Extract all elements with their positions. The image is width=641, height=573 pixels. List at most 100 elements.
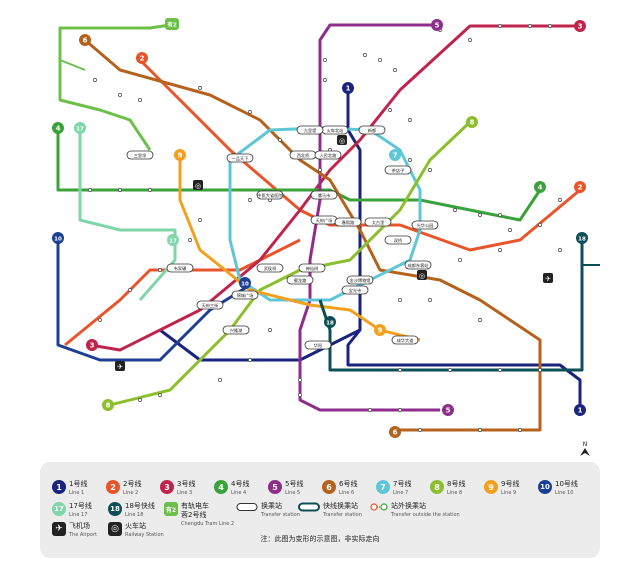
line-badge-left_10[interactable]: [52, 232, 64, 244]
station-dot[interactable]: [198, 218, 202, 222]
station-dot[interactable]: [388, 108, 392, 112]
transfer-station-baoguang[interactable]: [341, 285, 369, 295]
station-dot[interactable]: [393, 68, 397, 72]
station-dot[interactable]: [188, 238, 192, 242]
station-dot[interactable]: [408, 158, 412, 162]
station-dot[interactable]: [323, 58, 327, 62]
line-badge-mid_17[interactable]: [167, 234, 179, 246]
station-dot[interactable]: [458, 258, 462, 262]
station-dot[interactable]: [428, 298, 432, 302]
transfer-station-jiulidi[interactable]: [296, 125, 324, 135]
transfer-station-luomashi[interactable]: [310, 190, 338, 200]
station-dot[interactable]: [323, 78, 327, 82]
transfer-station-huayang[interactable]: [304, 340, 332, 350]
line-badge-mid_18[interactable]: [324, 316, 336, 328]
station-dot[interactable]: [138, 398, 142, 402]
station-dot[interactable]: [398, 298, 402, 302]
station-dot[interactable]: [368, 408, 372, 412]
station-dot[interactable]: [498, 368, 502, 372]
station-dot[interactable]: [558, 248, 562, 252]
station-dot[interactable]: [498, 24, 502, 28]
station-dot[interactable]: [538, 223, 542, 227]
transfer-station-tianfu_sq[interactable]: [196, 300, 224, 310]
station-dot[interactable]: [418, 428, 422, 432]
station-dot[interactable]: [548, 24, 552, 28]
line-badge-bottom_1[interactable]: [574, 404, 586, 416]
station-dot[interactable]: [468, 38, 472, 42]
line-badge-top_right_5[interactable]: [431, 19, 443, 31]
station-dot[interactable]: [478, 213, 482, 217]
line-badge-top_6[interactable]: [79, 34, 91, 46]
station-dot[interactable]: [453, 208, 457, 212]
station-dot[interactable]: [268, 328, 272, 332]
station-dot[interactable]: [398, 408, 402, 412]
line-badge-right_7[interactable]: [389, 149, 401, 161]
station-dot[interactable]: [298, 378, 302, 382]
transfer-station-shenxianshu[interactable]: [298, 263, 326, 273]
transfer-station-zhongyi[interactable]: [256, 190, 284, 200]
station-dot[interactable]: [478, 318, 482, 322]
station-dot[interactable]: [148, 188, 152, 192]
station-dot[interactable]: [278, 138, 282, 142]
transfer-station-chadianzi[interactable]: [384, 165, 412, 175]
line-badge-top_right_3[interactable]: [574, 20, 586, 32]
station-dot[interactable]: [98, 318, 102, 322]
transfer-station-wuhou[interactable]: [256, 263, 284, 273]
station-dot[interactable]: [158, 393, 162, 397]
line-badge-bottom_6[interactable]: [389, 426, 401, 438]
line-badge-top_left_tram[interactable]: [165, 18, 179, 30]
line-badge-left_9[interactable]: [174, 149, 186, 161]
station-dot[interactable]: [398, 368, 402, 372]
station-dot[interactable]: [478, 428, 482, 432]
station-dot[interactable]: [248, 358, 252, 362]
line-badge-bottom_3[interactable]: [86, 339, 98, 351]
transfer-station-renmin_n[interactable]: [314, 150, 342, 160]
station-dot[interactable]: [118, 93, 122, 97]
station-dot[interactable]: [518, 428, 522, 432]
station-dot[interactable]: [128, 288, 132, 292]
station-dot[interactable]: [498, 248, 502, 252]
line-badge-right_8[interactable]: [466, 116, 478, 128]
station-dot[interactable]: [248, 198, 252, 202]
station-dot[interactable]: [498, 213, 502, 217]
transfer-station-chengdu_e[interactable]: [404, 260, 432, 270]
transfer-station-xindu[interactable]: [358, 125, 386, 135]
station-dot[interactable]: [448, 368, 452, 372]
line-badge-left_4[interactable]: [52, 122, 64, 134]
station-dot[interactable]: [298, 393, 302, 397]
transfer-station-weijian[interactable]: [166, 263, 194, 273]
line-badge-mid_9[interactable]: [374, 324, 386, 336]
station-dot[interactable]: [318, 168, 322, 172]
transfer-station-taikooli[interactable]: [364, 217, 392, 227]
station-dot[interactable]: [558, 198, 562, 202]
station-dot[interactable]: [138, 98, 142, 102]
transfer-station-jinsha[interactable]: [346, 275, 374, 285]
transfer-station-chengshi[interactable]: [391, 335, 419, 345]
transfer-station-chunxi[interactable]: [334, 217, 362, 227]
station-dot[interactable]: [408, 118, 412, 122]
station-dot[interactable]: [158, 268, 162, 272]
line-badge-bottom_5[interactable]: [442, 404, 454, 416]
station-dot[interactable]: [248, 110, 252, 114]
line-badge-left_17[interactable]: [74, 122, 86, 134]
line-badge-mid_10[interactable]: [239, 277, 251, 289]
transfer-station-shulong[interactable]: [286, 275, 314, 285]
transfer-station-guanghua[interactable]: [411, 220, 439, 230]
station-dot[interactable]: [378, 58, 382, 62]
station-dot[interactable]: [88, 188, 92, 192]
station-dot[interactable]: [118, 188, 122, 192]
line-badge-right_18[interactable]: [576, 232, 588, 244]
station-dot[interactable]: [428, 168, 432, 172]
station-dot[interactable]: [538, 368, 542, 372]
station-dot[interactable]: [508, 228, 512, 232]
transfer-station-jincheng[interactable]: [231, 290, 259, 300]
transfer-station-sanlijia[interactable]: [126, 150, 154, 160]
line-badge-right_2[interactable]: [574, 181, 586, 193]
line-badge-top_2[interactable]: [136, 52, 148, 64]
transfer-station-shuangqiao[interactable]: [384, 235, 412, 245]
transfer-station-kuanzhai[interactable]: [226, 153, 254, 163]
station-dot[interactable]: [93, 78, 97, 82]
line-badge-center_1[interactable]: [342, 82, 354, 94]
station-dot[interactable]: [198, 86, 202, 90]
line-badge-right_4[interactable]: [534, 181, 546, 193]
